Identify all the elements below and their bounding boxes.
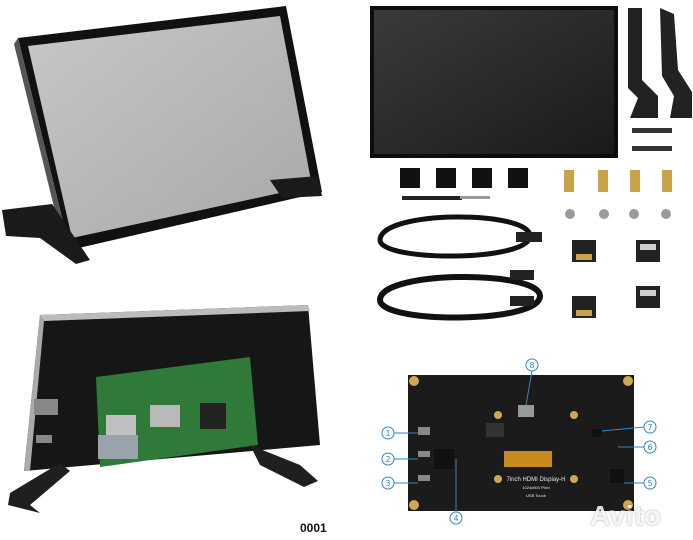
callout-8-label: 8 [529, 361, 534, 370]
monitor-back-photo [0, 295, 340, 515]
callout-3-label: 3 [385, 479, 390, 488]
callout-8 [525, 358, 539, 372]
board-pcb [408, 375, 634, 511]
callout-2-label: 2 [385, 455, 390, 464]
monitor-front-photo [0, 0, 340, 270]
image-caption: 0001 [300, 521, 327, 535]
board-touch: USB Touch [526, 493, 546, 498]
callout-5-label: 5 [647, 479, 652, 488]
callout-2 [381, 452, 395, 466]
avito-watermark: Avito [590, 500, 662, 531]
kit-contents-photo [360, 0, 693, 335]
callout-6-label: 6 [647, 443, 652, 452]
callout-6 [643, 440, 657, 454]
callout-1-label: 1 [385, 429, 390, 438]
callout-4-label: 4 [453, 514, 458, 523]
board-resolution: 1024x600 Pixel [522, 485, 549, 490]
callout-5 [643, 476, 657, 490]
callout-3 [381, 476, 395, 490]
callout-7 [643, 420, 657, 434]
board-callout-photo: 7inch HDMI Display-H 1024x600 Pixel USB … [378, 355, 678, 525]
board-title: 7inch HDMI Display-H [506, 477, 565, 483]
callout-1 [381, 426, 395, 440]
callout-7-label: 7 [647, 423, 652, 432]
callout-4 [449, 511, 463, 525]
